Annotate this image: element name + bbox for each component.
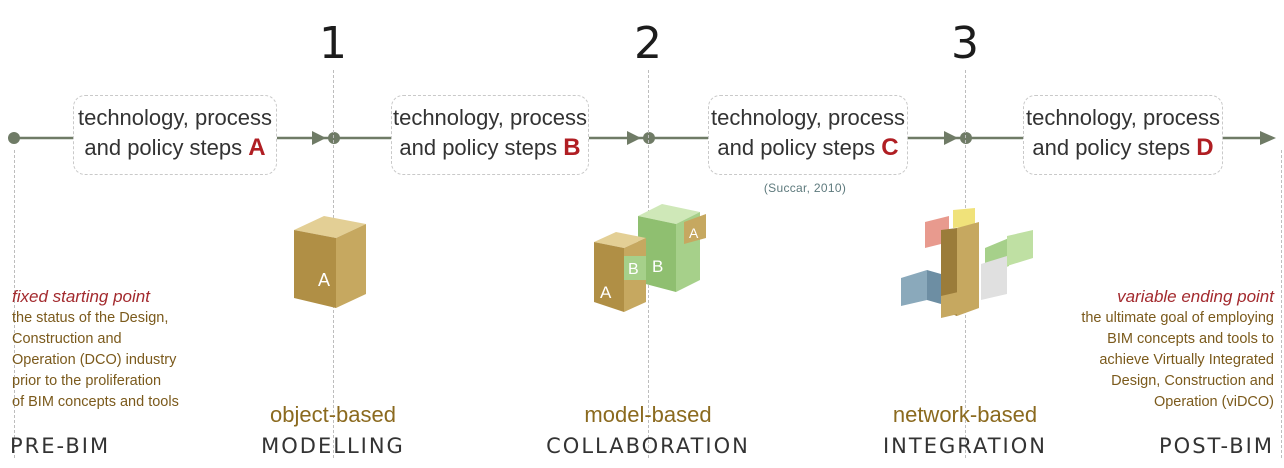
- stage-divider-start: [14, 150, 15, 458]
- pre-bim-description: fixed starting point the status of the D…: [12, 286, 232, 413]
- step-b-line1: technology, process: [392, 105, 588, 130]
- post-bim-line-5: Operation (viDCO): [1153, 394, 1274, 410]
- stage-number-2: 2: [634, 18, 662, 69]
- post-bim-line-1: the ultimate goal of employing: [1081, 310, 1274, 326]
- step-box-a: technology, process and policy steps A: [73, 95, 277, 175]
- post-bim-description: variable ending point the ultimate goal …: [1034, 286, 1274, 413]
- step-b-letter: B: [563, 134, 581, 161]
- stage-3-type: network-based: [892, 402, 1038, 427]
- arrow-head-end: [1260, 131, 1276, 145]
- post-bim-line-2: BIM concepts and tools to: [1107, 331, 1274, 347]
- pre-bim-line-3: Operation (DCO) industry: [12, 352, 177, 368]
- step-box-c: technology, process and policy steps C: [708, 95, 908, 175]
- post-bim-line-4: Design, Construction and: [1111, 373, 1274, 389]
- cube-label-b-front: B: [628, 261, 639, 278]
- cube-label-a: A: [318, 270, 330, 290]
- stage-2-name: COLLABORATION: [546, 434, 750, 458]
- step-d-line2: and policy steps: [1032, 135, 1191, 160]
- step-c-letter: C: [881, 134, 899, 161]
- stage-number-3: 3: [951, 18, 979, 69]
- pre-bim-line-2: Construction and: [12, 331, 122, 347]
- step-b-line2: and policy steps: [399, 135, 558, 160]
- post-bim-label: POST-BIM: [1159, 434, 1274, 458]
- step-c-line1: technology, process: [710, 105, 906, 130]
- step-d-line1: technology, process: [1025, 105, 1221, 130]
- stage-2-type: model-based: [584, 402, 712, 427]
- stage-divider-end: [1281, 150, 1282, 458]
- citation: (Succar, 2010): [763, 181, 847, 195]
- timeline-node-3: [960, 132, 972, 144]
- cube-label-a-front: A: [600, 283, 612, 302]
- post-bim-line-3: achieve Virtually Integrated: [1099, 352, 1274, 368]
- arrow-head-3: [944, 131, 958, 145]
- pre-bim-line-4: prior to the proliferation: [12, 373, 162, 389]
- pre-bim-line-5: of BIM concepts and tools: [12, 394, 179, 410]
- post-bim-title: variable ending point: [1117, 287, 1274, 306]
- arrow-head-1: [312, 131, 326, 145]
- stage-1-type: object-based: [270, 402, 396, 427]
- step-d-letter: D: [1196, 134, 1214, 161]
- arrow-head-2: [627, 131, 641, 145]
- step-box-b: technology, process and policy steps B: [391, 95, 589, 175]
- stage-3-name: INTEGRATION: [882, 434, 1047, 458]
- step-a-line2: and policy steps: [84, 135, 243, 160]
- step-a-letter: A: [248, 134, 266, 161]
- timeline-node-1: [328, 132, 340, 144]
- step-a-line1: technology, process: [77, 105, 273, 130]
- step-box-d: technology, process and policy steps D: [1023, 95, 1223, 175]
- pre-bim-line-1: the status of the Design,: [12, 310, 169, 326]
- network-cubes-illustration: [901, 208, 1033, 318]
- timeline-node-start: [8, 132, 20, 144]
- timeline-node-2: [643, 132, 655, 144]
- stage-1-name: MODELLING: [261, 434, 405, 458]
- object-cube-illustration: A: [294, 216, 366, 308]
- pre-bim-title: fixed starting point: [12, 287, 150, 306]
- cube-label-b-back: B: [652, 257, 663, 276]
- step-c-line2: and policy steps: [717, 135, 876, 160]
- pre-bim-label: PRE-BIM: [10, 434, 111, 458]
- collaboration-cubes-illustration: B A B A: [594, 204, 706, 312]
- cube-label-a-corner: A: [689, 225, 699, 241]
- stage-number-1: 1: [319, 18, 347, 69]
